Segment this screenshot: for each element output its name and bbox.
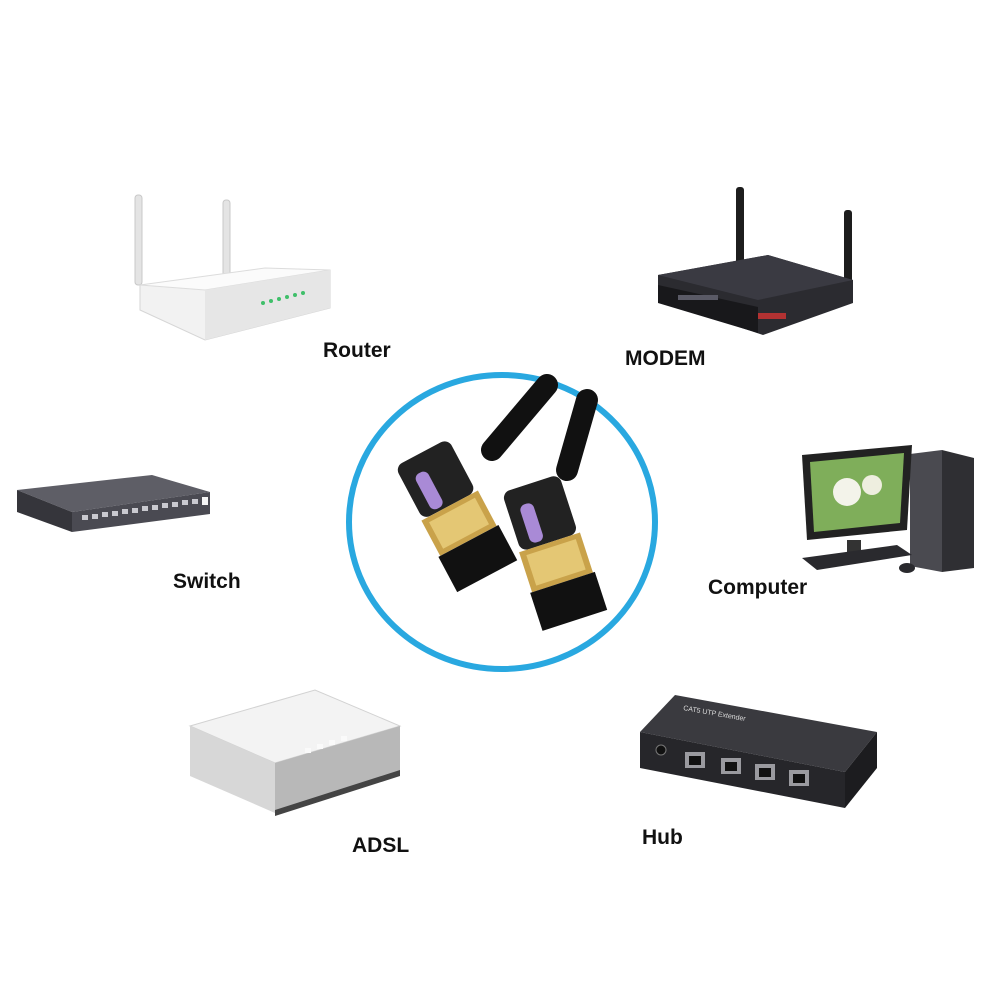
adsl-box-icon [188,689,402,816]
adsl-device [185,688,405,818]
hub-device: CAT5 UTP Extender [635,690,880,815]
adsl-label: ADSL [352,834,410,857]
router-label: Router [323,339,391,362]
black-modem-icon [658,187,853,335]
white-wifi-router-icon [134,194,331,341]
ethernet-cable-icon [346,372,658,672]
cable-circle [342,370,662,680]
modem-device [648,185,858,340]
router-device [125,190,335,345]
desktop-computer-icon [802,445,974,573]
rack-switch-icon [17,475,210,532]
switch-device [12,470,212,565]
computer-device [792,440,982,580]
modem-label: MODEM [625,347,706,370]
hub-label: Hub [642,826,683,849]
computer-label: Computer [708,576,808,599]
switch-label: Switch [173,570,241,593]
network-hub-icon: CAT5 UTP Extender [640,695,877,808]
